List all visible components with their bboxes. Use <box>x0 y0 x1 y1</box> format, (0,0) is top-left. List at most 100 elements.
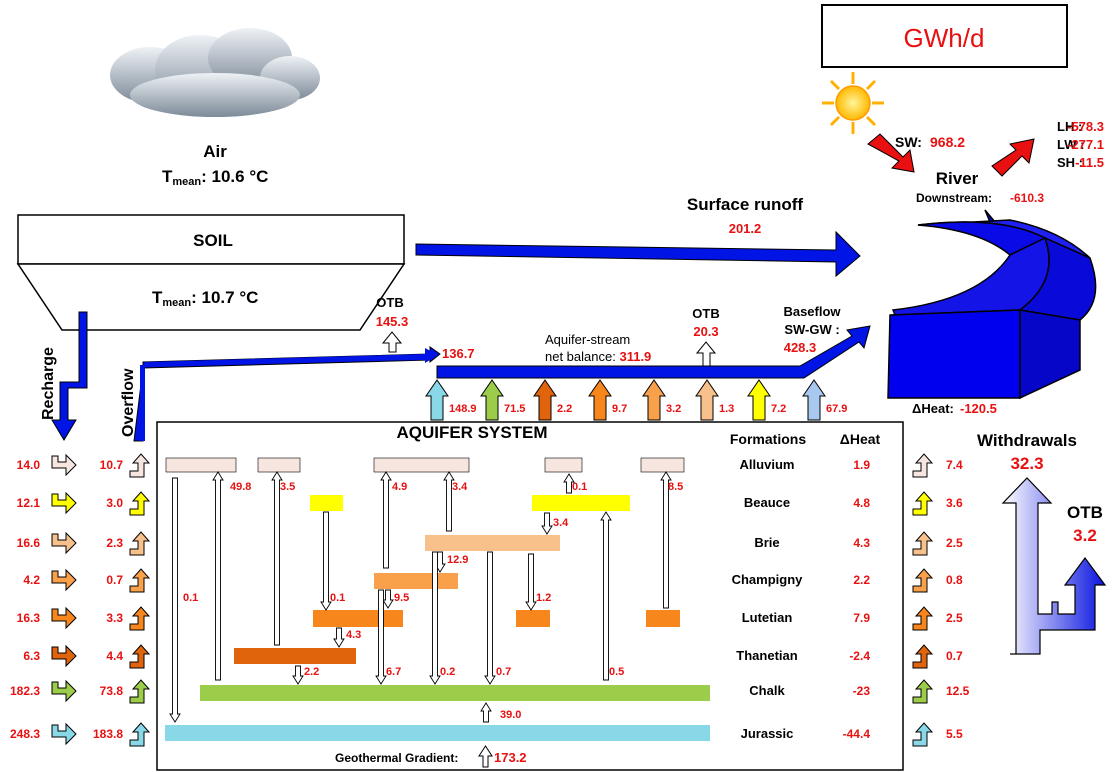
internal-flow-value: 0.7 <box>496 666 511 678</box>
stream-exchange-arrow-icon <box>480 379 504 421</box>
overflow-value: 3.0 <box>106 496 123 510</box>
overflow-arrow-icon <box>129 722 151 747</box>
withdrawals-arrow <box>1001 477 1107 655</box>
layer-bar <box>516 610 550 627</box>
stream-exchange-value: 9.7 <box>612 403 627 415</box>
stream-exchange-arrow-icon <box>425 379 449 421</box>
recharge-value: 4.2 <box>23 573 40 587</box>
withdrawal-arrow-icon <box>912 722 934 747</box>
internal-flow-arrow <box>484 551 496 685</box>
formation-dheat: -44.4 <box>843 727 871 741</box>
recharge-value: 16.6 <box>17 536 41 550</box>
overflow-value: 4.4 <box>106 649 123 663</box>
internal-flow-arrow <box>525 553 537 611</box>
stream-exchange-2: 2.2 <box>533 379 572 421</box>
air-label: Air <box>203 142 227 161</box>
otb-stream-arrow <box>695 341 717 367</box>
withdrawal-value: 12.5 <box>946 684 970 698</box>
soil-label: SOIL <box>193 231 233 250</box>
internal-flow-arrow <box>380 471 392 569</box>
internal-flow-value: 0.2 <box>440 666 455 678</box>
internal-flow-value: 0.5 <box>609 666 624 678</box>
internal-flow-value: 8.5 <box>668 481 683 493</box>
layer-bar <box>532 495 630 511</box>
stream-exchange-arrow-icon <box>588 379 612 421</box>
withdrawal-arrow-icon <box>912 491 934 516</box>
air-tmean: Tmean: 10.6 °C <box>162 167 268 188</box>
withdrawal-value: 0.8 <box>946 573 963 587</box>
geothermal-value: 173.2 <box>494 750 527 765</box>
stream-exchange-arrow-icon <box>533 379 557 421</box>
otb-stream-label: OTB <box>692 306 719 321</box>
formation-dheat: -23 <box>853 684 871 698</box>
formation-name: Thanetian <box>736 648 797 663</box>
stream-exchange-value: 71.5 <box>504 403 525 415</box>
stream-exchange-value: 7.2 <box>771 403 786 415</box>
layer-bar <box>310 495 343 511</box>
formation-name: Jurassic <box>741 726 794 741</box>
overflow-value: 183.8 <box>93 727 123 741</box>
overflow-arrow-icon <box>129 644 151 669</box>
stream-exchange-6: 7.2 <box>747 379 786 421</box>
atm-flux-arrow <box>991 138 1035 177</box>
internal-flow-value: 3.4 <box>452 481 468 493</box>
surface-runoff-arrow <box>415 230 861 278</box>
internal-flow-value: 0.1 <box>183 592 198 604</box>
layer-bar <box>646 610 680 627</box>
internal-flow-value: 4.9 <box>392 481 407 493</box>
recharge-value: 12.1 <box>17 496 41 510</box>
layer-bar <box>425 535 560 551</box>
withdrawal-arrow-icon <box>912 679 934 704</box>
dheat-header: ΔHeat <box>840 431 881 447</box>
stream-exchange-value: 1.3 <box>719 403 734 415</box>
otb-stream-value: 20.3 <box>693 324 718 339</box>
withdrawal-arrow-icon <box>912 606 934 631</box>
layer-bar <box>200 685 710 701</box>
recharge-arrow-icon <box>51 491 77 515</box>
river-dheat-value: -120.5 <box>960 401 997 416</box>
cloud-icon <box>110 28 320 117</box>
lw-value: -277.1 <box>1067 137 1104 152</box>
overflow-arrow-icon <box>129 568 151 593</box>
stream-exchange-3: 9.7 <box>588 379 627 421</box>
overflow-arrow-icon <box>129 531 151 556</box>
formation-name: Champigny <box>732 572 804 587</box>
overflow-value: 136.7 <box>442 346 475 361</box>
internal-flow-value: 49.8 <box>230 481 251 493</box>
withdrawal-arrow-icon <box>912 568 934 593</box>
withdrawal-value: 0.7 <box>946 649 963 663</box>
internal-flow-arrow <box>271 471 283 646</box>
sun-icon <box>822 72 884 134</box>
internal-flow-value: 1.2 <box>536 592 551 604</box>
stream-exchange-arrow-icon <box>695 379 719 421</box>
formation-name: Chalk <box>749 683 785 698</box>
withdrawal-value: 3.6 <box>946 496 963 510</box>
layer-bar <box>234 648 356 664</box>
otb-withdrawals-label: OTB <box>1067 503 1103 522</box>
withdrawal-value: 2.5 <box>946 536 963 550</box>
baseflow-value: 428.3 <box>784 340 817 355</box>
internal-flow-value: 0.1 <box>330 592 345 604</box>
stream-exchange-value: 148.9 <box>449 403 477 415</box>
geothermal-label: Geothermal Gradient: <box>335 751 458 765</box>
withdrawals-label: Withdrawals <box>977 431 1077 450</box>
sw-arrow <box>867 133 915 173</box>
internal-flow-value: 3.5 <box>280 481 295 493</box>
recharge-arrow-icon <box>51 722 77 746</box>
internal-flow-arrow <box>660 471 672 609</box>
layer-bar <box>257 457 301 473</box>
stream-exchange-arrow-icon <box>642 379 666 421</box>
overflow-value: 0.7 <box>106 573 123 587</box>
soil-tmean: Tmean: 10.7 °C <box>152 288 258 309</box>
internal-flow-arrow <box>541 512 553 535</box>
atm-flux-list: LH : -578.3 LW : -277.1 SH : -11.5 <box>1057 119 1104 170</box>
internal-flow-arrow <box>292 665 304 685</box>
lw-label: LW : <box>1057 137 1084 152</box>
river-downstream-label: Downstream: <box>916 191 992 205</box>
